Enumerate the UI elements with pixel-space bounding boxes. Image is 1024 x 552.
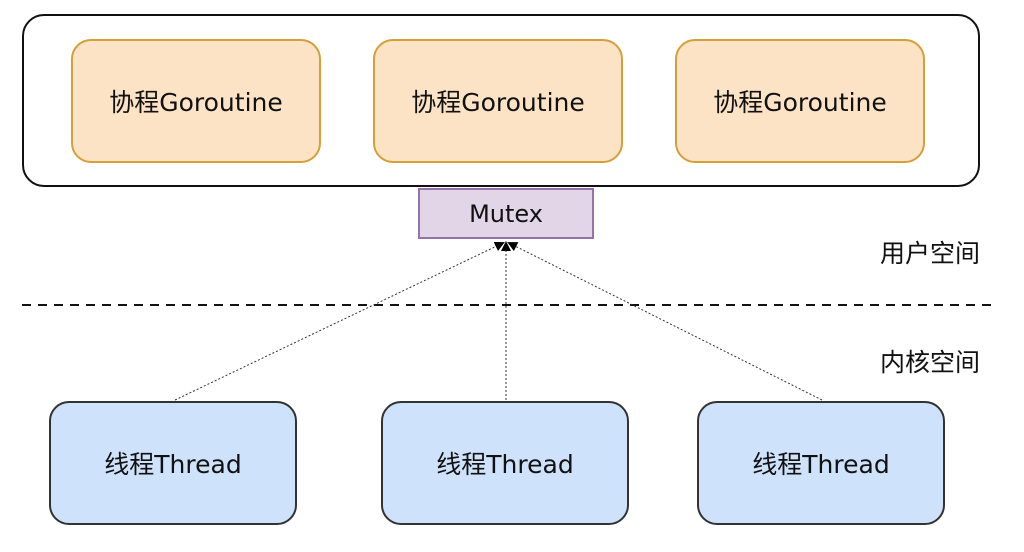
goroutine-box-3: 协程Goroutine — [675, 39, 925, 163]
thread-box-3: 线程Thread — [697, 401, 945, 525]
thread-box-1: 线程Thread — [49, 401, 297, 525]
user-space-label: 用户空间 — [880, 239, 981, 268]
arrow-thread1-to-mutex — [174, 241, 505, 401]
thread-box-2: 线程Thread — [381, 401, 629, 525]
goroutine-box-1: 协程Goroutine — [71, 39, 321, 163]
arrow-thread3-to-mutex — [507, 242, 823, 401]
goroutine-box-2: 协程Goroutine — [373, 39, 623, 163]
mutex-box: Mutex — [418, 188, 594, 239]
kernel-space-label: 内核空间 — [880, 348, 981, 377]
